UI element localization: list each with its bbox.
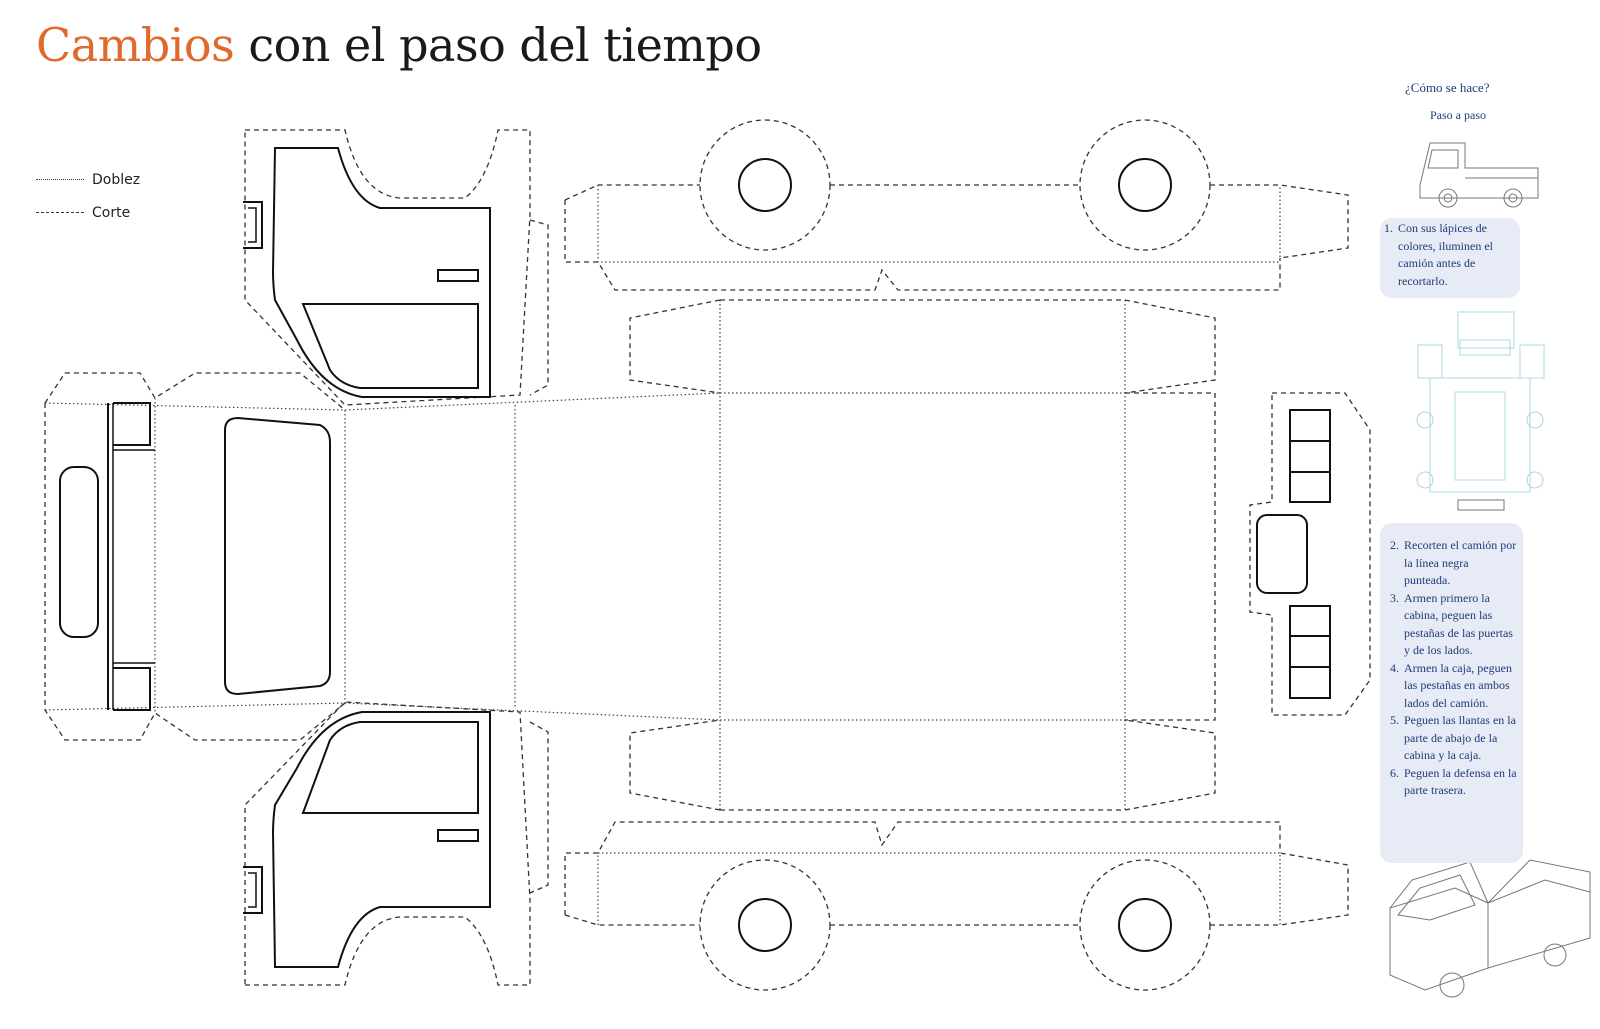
legend: Doblez Corte [36,163,140,229]
page-title: Cambios con el paso del tiempo [36,18,762,72]
cab-front-panel [44,372,721,741]
legend-fold: Doblez [36,163,140,196]
template-preview-icon [1416,311,1545,511]
rear-bumper-piece [1249,392,1371,716]
truck-icon [1419,142,1539,208]
upper-door-panel [243,129,549,406]
legend-fold-label: Doblez [92,171,141,188]
instructions-subheading: Paso a paso [1430,108,1486,122]
legend-cut-label: Corte [92,204,131,221]
step-2: Recorten el camión por la línea negra pu… [1402,537,1517,590]
step-4: Armen la caja, peguen las pestañas en am… [1402,660,1517,713]
cargo-box-floor [629,299,1216,811]
title-accent: Cambios [36,18,235,72]
steps-box: Recorten el camión por la línea negra pu… [1380,523,1523,863]
upper-box-side [564,119,1349,291]
step-5: Peguen las llantas en la parte de abajo … [1402,712,1517,765]
title-rest: con el paso del tiempo [234,18,762,72]
legend-cut: Corte [36,196,140,229]
fold-line-icon [36,179,84,180]
step-1: Con sus lápices de colores, iluminen el … [1396,220,1514,290]
cut-line-icon [36,212,84,213]
step-3: Armen primero la cabina, peguen las pest… [1402,590,1517,660]
instructions-heading: ¿Cómo se hace? [1405,80,1490,95]
step-1-box: Con sus lápices de colores, iluminen el … [1380,218,1520,298]
lower-door-panel [243,701,549,986]
step-6: Peguen la defensa en la parte trasera. [1402,765,1517,800]
assembled-truck-icon [1389,859,1591,998]
lower-box-side [564,821,1349,991]
